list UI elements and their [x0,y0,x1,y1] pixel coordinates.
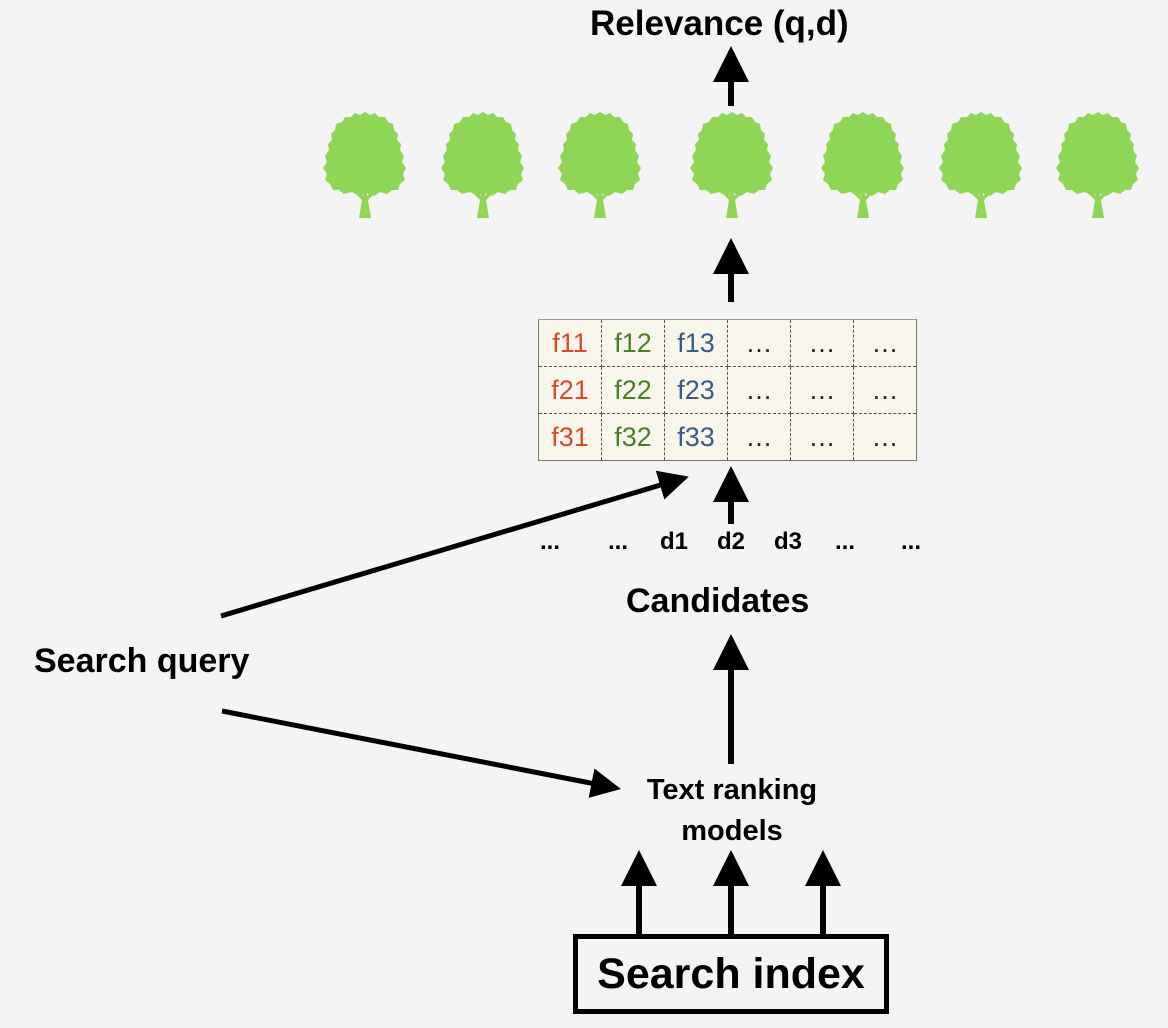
tree-icon [820,110,906,220]
feature-cell: … [853,413,917,461]
search-index-label: Search index [597,949,865,998]
feature-cell: f33 [664,413,728,461]
feature-cell: f22 [601,366,665,414]
feature-cell: … [790,366,854,414]
feature-cell: f11 [538,319,602,367]
tree-icon [557,110,643,220]
document-ellipsis: ... [607,528,628,555]
document-d1: d1 [659,528,688,555]
relevance-title: Relevance (q,d) [590,4,849,43]
feature-cell: f31 [538,413,602,461]
document-ellipsis: ... [900,528,921,555]
search-query-label: Search query [34,642,250,680]
feature-cell: f32 [601,413,665,461]
feature-cell: … [727,319,791,367]
tree-icon [689,110,775,220]
feature-cell: f12 [601,319,665,367]
feature-cell: … [790,413,854,461]
tree-icon [938,110,1024,220]
tree-icon [440,110,526,220]
document-ellipsis: ... [539,528,560,555]
tree-icon [322,110,408,220]
tree-icon [1055,110,1141,220]
search-index-box: Search index [573,934,889,1014]
feature-cell: f21 [538,366,602,414]
document-d2: d2 [716,528,745,555]
document-d3: d3 [773,528,802,555]
text-ranking-models-label: Text ranking models [632,770,832,852]
feature-cell: … [790,319,854,367]
feature-cell: … [853,366,917,414]
text-ranking-line2: models [681,815,783,847]
feature-cell: … [727,366,791,414]
arrow-query-to-text-ranking [221,708,621,798]
feature-cell: … [727,413,791,461]
text-ranking-line1: Text ranking [646,774,818,806]
candidates-label: Candidates [626,582,810,620]
feature-cell: f13 [664,319,728,367]
feature-cell: f23 [664,366,728,414]
feature-cell: … [853,319,917,367]
document-ellipsis: ... [834,528,855,555]
arrow-query-to-matrix [220,470,689,619]
